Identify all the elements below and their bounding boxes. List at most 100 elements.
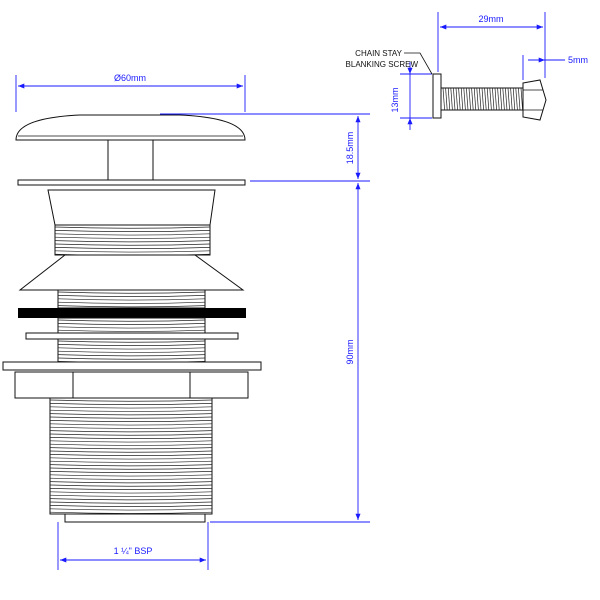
upper-thread <box>54 224 211 256</box>
screw-thread-line <box>479 87 482 111</box>
thread-line <box>49 413 213 416</box>
screw-thread-line <box>460 87 464 111</box>
thread-line <box>49 474 213 477</box>
screw-thread-line <box>505 87 508 111</box>
thread-line <box>57 326 206 329</box>
thread-line <box>49 460 213 463</box>
screw-thread-line <box>442 87 445 111</box>
thread-line <box>57 347 206 350</box>
screw-thread-line <box>507 87 510 111</box>
screw-thread-line <box>502 87 505 111</box>
thread-line <box>49 403 213 405</box>
screw-thread-line <box>473 87 477 111</box>
screw-thread-line <box>455 87 458 111</box>
thread-line <box>49 406 213 409</box>
thread-line <box>49 488 213 490</box>
dim-thread-size: 1 ¼" BSP <box>114 546 153 556</box>
screw-head <box>432 73 442 119</box>
screw-thread-line <box>512 87 516 111</box>
thread-line <box>57 344 206 346</box>
thread-line <box>57 329 206 332</box>
rubber-washer <box>18 308 246 318</box>
thread-line <box>49 454 213 456</box>
thread-line <box>57 354 206 357</box>
thread-line <box>49 399 213 402</box>
screw-thread-line <box>458 87 461 111</box>
screw-thread-line <box>510 87 513 111</box>
thread-line <box>49 437 213 439</box>
thread-line <box>49 443 213 446</box>
dim-cap-height: 18.5mm <box>345 132 355 165</box>
thread-line <box>57 319 206 322</box>
screw-thread-line <box>520 87 523 111</box>
dim-body-height: 90mm <box>345 339 355 364</box>
base-plate <box>2 361 262 371</box>
thread-line <box>49 409 213 412</box>
thread-line <box>49 450 213 453</box>
thread-line <box>54 226 211 229</box>
thread-line <box>49 501 213 504</box>
thread-line <box>57 350 206 353</box>
fibre-washer <box>25 332 239 340</box>
thread-line <box>57 291 206 294</box>
screw-thread-line <box>447 87 451 111</box>
screw-thread-line <box>489 87 492 111</box>
thread-line <box>49 433 213 436</box>
thread-line <box>49 477 213 480</box>
thread-line <box>49 440 213 443</box>
thread-line <box>54 243 211 246</box>
lower-thread-short <box>57 317 206 363</box>
screw-thread-line <box>518 87 521 111</box>
screw-thread-line <box>471 87 474 111</box>
screw-thread-line <box>450 87 453 111</box>
thread-line <box>57 323 206 325</box>
thread-line <box>57 295 206 297</box>
thread-line <box>49 447 213 450</box>
screw-thread-line <box>466 87 469 111</box>
dim-cap-diameter: Ø60mm <box>114 73 146 83</box>
thread-line <box>54 247 211 249</box>
chain-stay-label-line2: BLANKING SCREW <box>346 60 419 69</box>
thread-line <box>54 236 211 239</box>
lower-thread <box>49 397 213 515</box>
thread-line <box>57 301 206 304</box>
spindle <box>107 139 154 181</box>
screw-thread-line <box>499 87 503 111</box>
lock-nut <box>14 371 249 399</box>
thread-line <box>57 305 206 308</box>
screw-thread-line <box>492 87 495 111</box>
thread-line <box>54 230 211 232</box>
screw-hex-end <box>522 79 547 121</box>
screw-thread-line <box>484 87 487 111</box>
body-cone <box>47 189 216 226</box>
dim-screw-thread-end: 5mm <box>568 55 588 65</box>
thread-line <box>49 498 213 501</box>
screw-thread-line <box>468 87 471 111</box>
thread-line <box>49 484 213 487</box>
chain-stay-leader <box>404 52 433 75</box>
thread-line <box>49 430 213 433</box>
thread-line <box>49 508 213 511</box>
backnut-cone <box>18 254 245 291</box>
thread-line <box>57 340 206 343</box>
thread-line <box>49 481 213 484</box>
thread-line <box>49 494 213 497</box>
thread-line <box>49 471 213 473</box>
middle-thread <box>57 289 206 309</box>
thread-line <box>57 357 206 360</box>
screw-thread-line <box>494 87 497 111</box>
screw-thread-line <box>486 87 490 111</box>
thread-outline <box>57 317 206 334</box>
thread-line <box>49 426 213 429</box>
cap-dome <box>15 114 246 141</box>
thread-line <box>49 457 213 460</box>
thread-line <box>49 511 213 514</box>
dim-screw-head-height: 13mm <box>390 87 400 112</box>
chain-stay-label-line1: CHAIN STAY <box>355 49 402 58</box>
screw-shank-thread <box>440 87 524 111</box>
screw-thread-line <box>515 87 518 111</box>
top-flange <box>17 179 246 186</box>
screw-thread-line <box>481 87 484 111</box>
